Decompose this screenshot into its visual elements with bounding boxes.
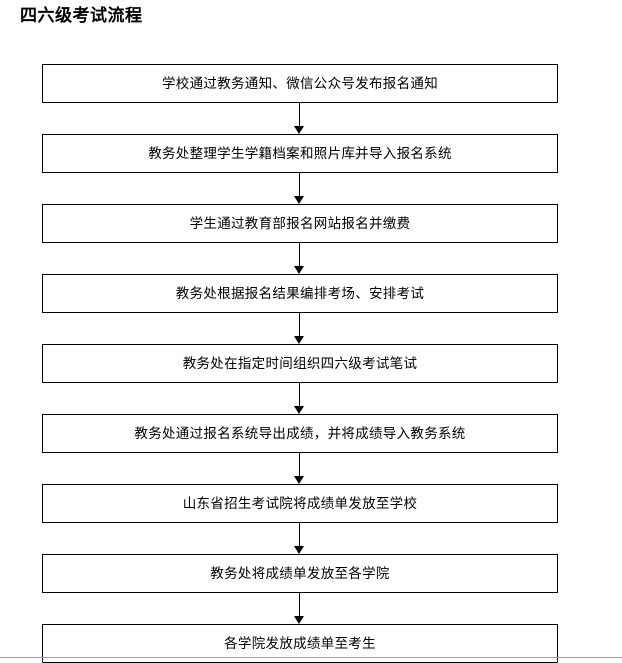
flow-box[interactable]: 学校通过教务通知、微信公众号发布报名通知: [42, 64, 558, 103]
flow-step-2: 教务处整理学生学籍档案和照片库并导入报名系统: [42, 134, 558, 173]
connector-line: [299, 593, 300, 618]
connector-line: [299, 383, 300, 408]
connector-arrowhead: [294, 616, 304, 624]
arrow-down-icon: [42, 453, 558, 484]
flow-box[interactable]: 各学院发放成绩单至考生: [42, 624, 558, 663]
connector-arrowhead: [294, 336, 304, 344]
connector-arrowhead: [294, 126, 304, 134]
flow-step-7: 山东省招生考试院将成绩单发放至学校: [42, 484, 558, 523]
connector-line: [299, 243, 300, 268]
flow-box-label: 学生通过教育部报名网站报名并缴费: [189, 215, 411, 232]
flow-box[interactable]: 教务处通过报名系统导出成绩，并将成绩导入教务系统: [42, 414, 558, 453]
connector-line: [299, 453, 300, 478]
arrow-down-icon: [42, 593, 558, 624]
flow-box-label: 教务处将成绩单发放至各学院: [210, 565, 390, 582]
connector-arrowhead: [294, 406, 304, 414]
connector-arrowhead: [294, 476, 304, 484]
flow-step-3: 学生通过教育部报名网站报名并缴费: [42, 204, 558, 243]
flow-box[interactable]: 教务处在指定时间组织四六级考试笔试: [42, 344, 558, 383]
connector-line: [299, 523, 300, 548]
connector-line: [299, 103, 300, 128]
footer-divider: [0, 657, 622, 658]
flow-step-6: 教务处通过报名系统导出成绩，并将成绩导入教务系统: [42, 414, 558, 453]
connector-arrowhead: [294, 546, 304, 554]
arrow-down-icon: [42, 523, 558, 554]
flow-box[interactable]: 山东省招生考试院将成绩单发放至学校: [42, 484, 558, 523]
flow-box-label: 山东省招生考试院将成绩单发放至学校: [182, 495, 418, 512]
flow-step-4: 教务处根据报名结果编排考场、安排考试: [42, 274, 558, 313]
flow-step-1: 学校通过教务通知、微信公众号发布报名通知: [42, 64, 558, 103]
flow-box[interactable]: 学生通过教育部报名网站报名并缴费: [42, 204, 558, 243]
flow-box[interactable]: 教务处根据报名结果编排考场、安排考试: [42, 274, 558, 313]
arrow-down-icon: [42, 243, 558, 274]
arrow-down-icon: [42, 383, 558, 414]
flow-box-label: 教务处根据报名结果编排考场、安排考试: [175, 285, 425, 302]
flow-box-label: 各学院发放成绩单至考生: [224, 635, 376, 652]
connector-line: [299, 173, 300, 198]
flow-box[interactable]: 教务处整理学生学籍档案和照片库并导入报名系统: [42, 134, 558, 173]
flow-step-9: 各学院发放成绩单至考生: [42, 624, 558, 663]
flow-box-label: 教务处整理学生学籍档案和照片库并导入报名系统: [148, 145, 452, 162]
flow-box-label: 教务处在指定时间组织四六级考试笔试: [182, 355, 418, 372]
arrow-down-icon: [42, 173, 558, 204]
flow-box-label: 教务处通过报名系统导出成绩，并将成绩导入教务系统: [134, 425, 466, 442]
flow-step-8: 教务处将成绩单发放至各学院: [42, 554, 558, 593]
flow-step-5: 教务处在指定时间组织四六级考试笔试: [42, 344, 558, 383]
flow-box-label: 学校通过教务通知、微信公众号发布报名通知: [162, 75, 438, 92]
arrow-down-icon: [42, 103, 558, 134]
page-title: 四六级考试流程: [20, 6, 143, 26]
connector-line: [299, 313, 300, 338]
flowchart: 学校通过教务通知、微信公众号发布报名通知 教务处整理学生学籍档案和照片库并导入报…: [42, 64, 558, 663]
flow-box[interactable]: 教务处将成绩单发放至各学院: [42, 554, 558, 593]
arrow-down-icon: [42, 313, 558, 344]
connector-arrowhead: [294, 266, 304, 274]
connector-arrowhead: [294, 196, 304, 204]
